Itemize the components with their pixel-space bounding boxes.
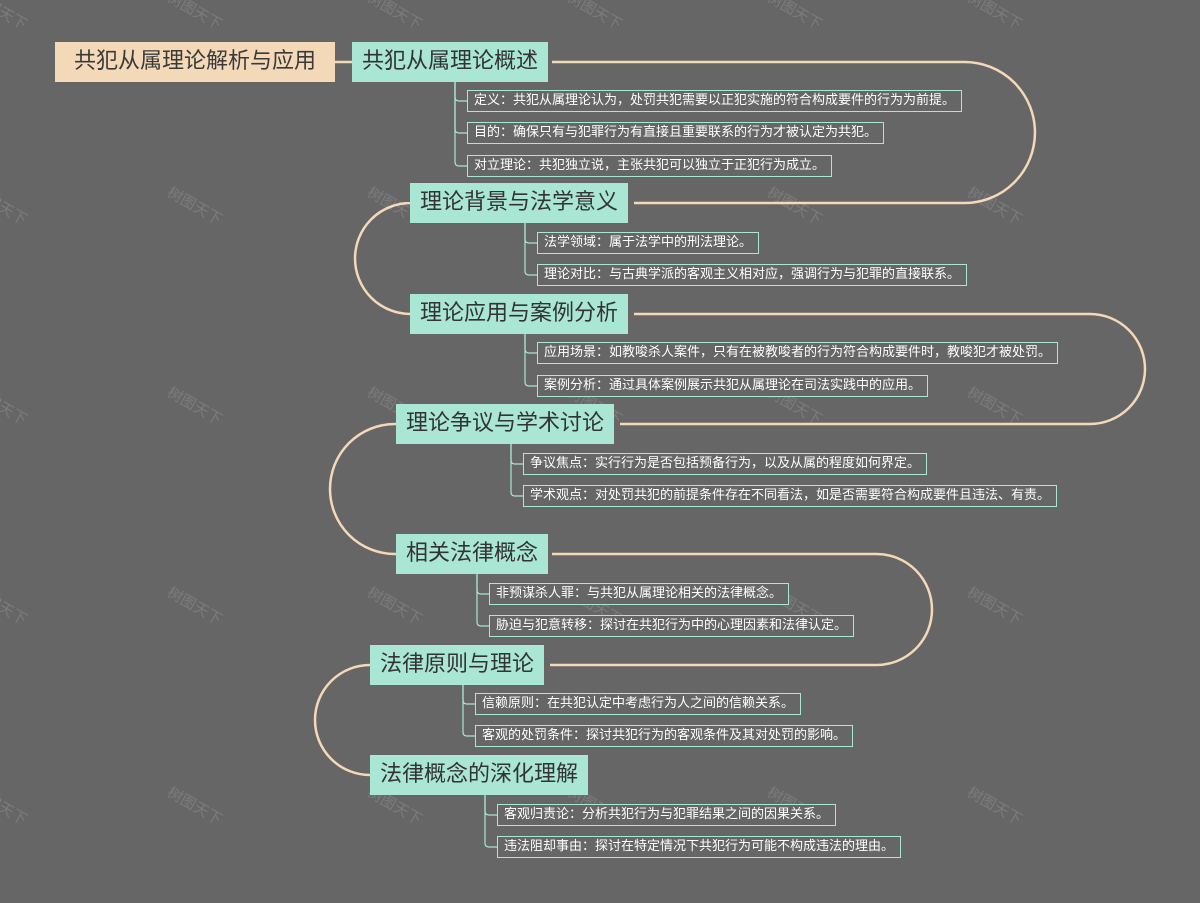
child-connector-1-1 <box>454 82 467 102</box>
topic-2[interactable]: 理论背景与法学意义 <box>410 183 629 223</box>
topic-2-item-1[interactable]: 法学领域：属于法学中的刑法理论。 <box>537 232 760 254</box>
child-connector-6-2 <box>462 685 475 737</box>
flow-curve-5 <box>550 552 934 667</box>
topic-2-item-2[interactable]: 理论对比：与古典学派的客观主义相对应，强调行为与犯罪的直接联系。 <box>537 264 968 286</box>
child-connector-3-1 <box>524 334 537 354</box>
topic-1-item-3[interactable]: 对立理论：共犯独立说，主张共犯可以独立于正犯行为成立。 <box>467 155 833 177</box>
topic-4-item-2[interactable]: 学术观点：对处罚共犯的前提条件存在不同看法，如是否需要符合构成要件且违法、有责。 <box>523 485 1058 507</box>
topic-7[interactable]: 法律概念的深化理解 <box>370 755 589 795</box>
child-connector-5-2 <box>476 574 489 627</box>
child-connector-6-1 <box>462 685 475 705</box>
flow-curve-1 <box>552 60 1037 205</box>
topic-5-item-1[interactable]: 非预谋杀人罪：与共犯从属理论相关的法律概念。 <box>489 583 790 605</box>
topic-3[interactable]: 理论应用与案例分析 <box>410 294 629 334</box>
topic-7-item-1[interactable]: 客观归责论：分析共犯行为与犯罪结果之间的因果关系。 <box>497 804 837 826</box>
child-connector-3-2 <box>524 334 537 387</box>
flow-curve-2 <box>353 201 411 316</box>
root-topic[interactable]: 共犯从属理论解析与应用 <box>55 42 335 82</box>
topic-6-item-1[interactable]: 信赖原则：在共犯认定中考虑行为人之间的信赖关系。 <box>475 693 802 715</box>
topic-1-item-1[interactable]: 定义：共犯从属理论认为，处罚共犯需要以正犯实施的符合构成要件的行为为前提。 <box>467 90 963 112</box>
flow-curve-4 <box>328 422 396 556</box>
child-connector-4-2 <box>510 444 523 497</box>
child-connector-7-2 <box>484 795 497 848</box>
topic-6[interactable]: 法律原则与理论 <box>370 645 545 685</box>
flow-curve-6 <box>313 663 371 777</box>
topic-1[interactable]: 共犯从属理论概述 <box>352 42 549 82</box>
child-connector-7-1 <box>484 795 497 816</box>
topic-1-item-2[interactable]: 目的：确保只有与犯罪行为有直接且重要联系的行为才被认定为共犯。 <box>467 122 885 144</box>
topic-6-item-2[interactable]: 客观的处罚条件：探讨共犯行为的客观条件及其对处罚的影响。 <box>475 725 854 747</box>
topic-5-item-2[interactable]: 胁迫与犯意转移：探讨在共犯行为中的心理因素和法律认定。 <box>489 615 855 637</box>
topic-5[interactable]: 相关法律概念 <box>396 534 549 574</box>
child-connector-5-1 <box>476 574 489 595</box>
topic-4[interactable]: 理论争议与学术讨论 <box>396 404 615 444</box>
child-connector-1-2 <box>454 82 467 134</box>
topic-7-item-2[interactable]: 违法阻却事由：探讨在特定情况下共犯行为可能不构成违法的理由。 <box>497 836 902 858</box>
topic-4-item-1[interactable]: 争议焦点：实行行为是否包括预备行为，以及从属的程度如何界定。 <box>523 453 928 475</box>
child-connector-2-1 <box>524 223 537 244</box>
flow-curve-3 <box>620 312 1147 426</box>
child-connector-2-2 <box>524 223 537 276</box>
child-connector-1-3 <box>454 82 467 167</box>
topic-3-item-2[interactable]: 案例分析：通过具体案例展示共犯从属理论在司法实践中的应用。 <box>537 375 929 397</box>
topic-3-item-1[interactable]: 应用场景：如教唆杀人案件，只有在被教唆者的行为符合构成要件时，教唆犯才被处罚。 <box>537 342 1059 364</box>
child-connector-4-1 <box>510 444 523 465</box>
